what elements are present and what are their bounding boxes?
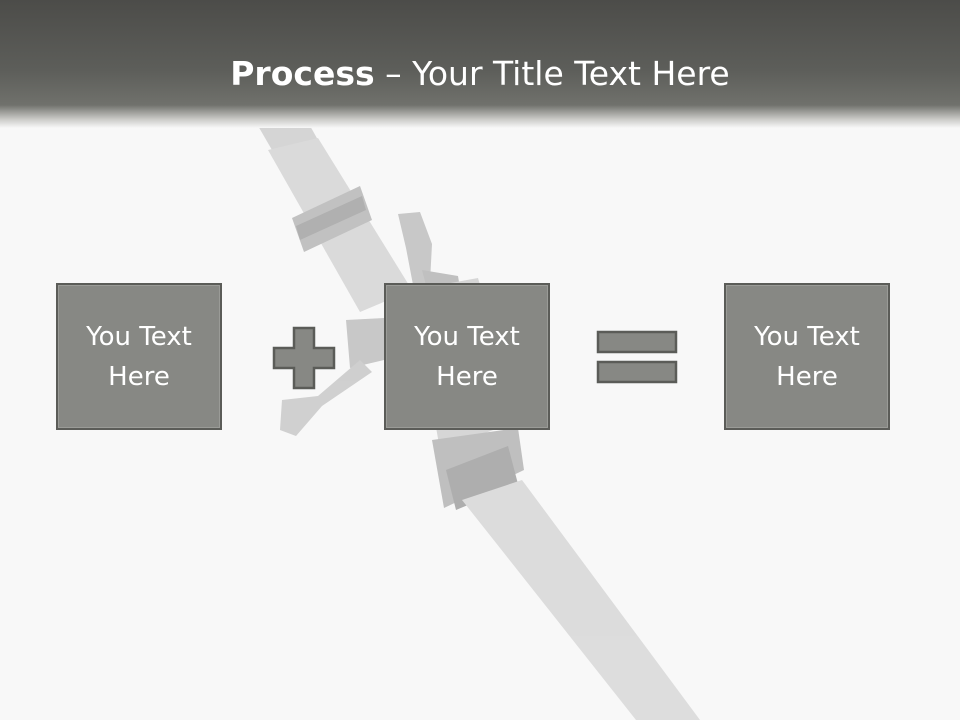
title-rest: – Your Title Text Here	[374, 54, 730, 93]
equals-icon	[596, 330, 678, 384]
process-step-1: You Text Here	[56, 283, 222, 430]
title-bar: Process – Your Title Text Here	[0, 0, 960, 128]
title-bold: Process	[230, 54, 375, 93]
process-step-1-label: You Text Here	[86, 321, 192, 392]
plus-icon	[272, 326, 336, 390]
process-step-2-label: You Text Here	[414, 321, 520, 392]
slide-title: Process – Your Title Text Here	[0, 52, 960, 96]
process-step-2: You Text Here	[384, 283, 550, 430]
process-step-3: You Text Here	[724, 283, 890, 430]
process-step-3-label: You Text Here	[754, 321, 860, 392]
